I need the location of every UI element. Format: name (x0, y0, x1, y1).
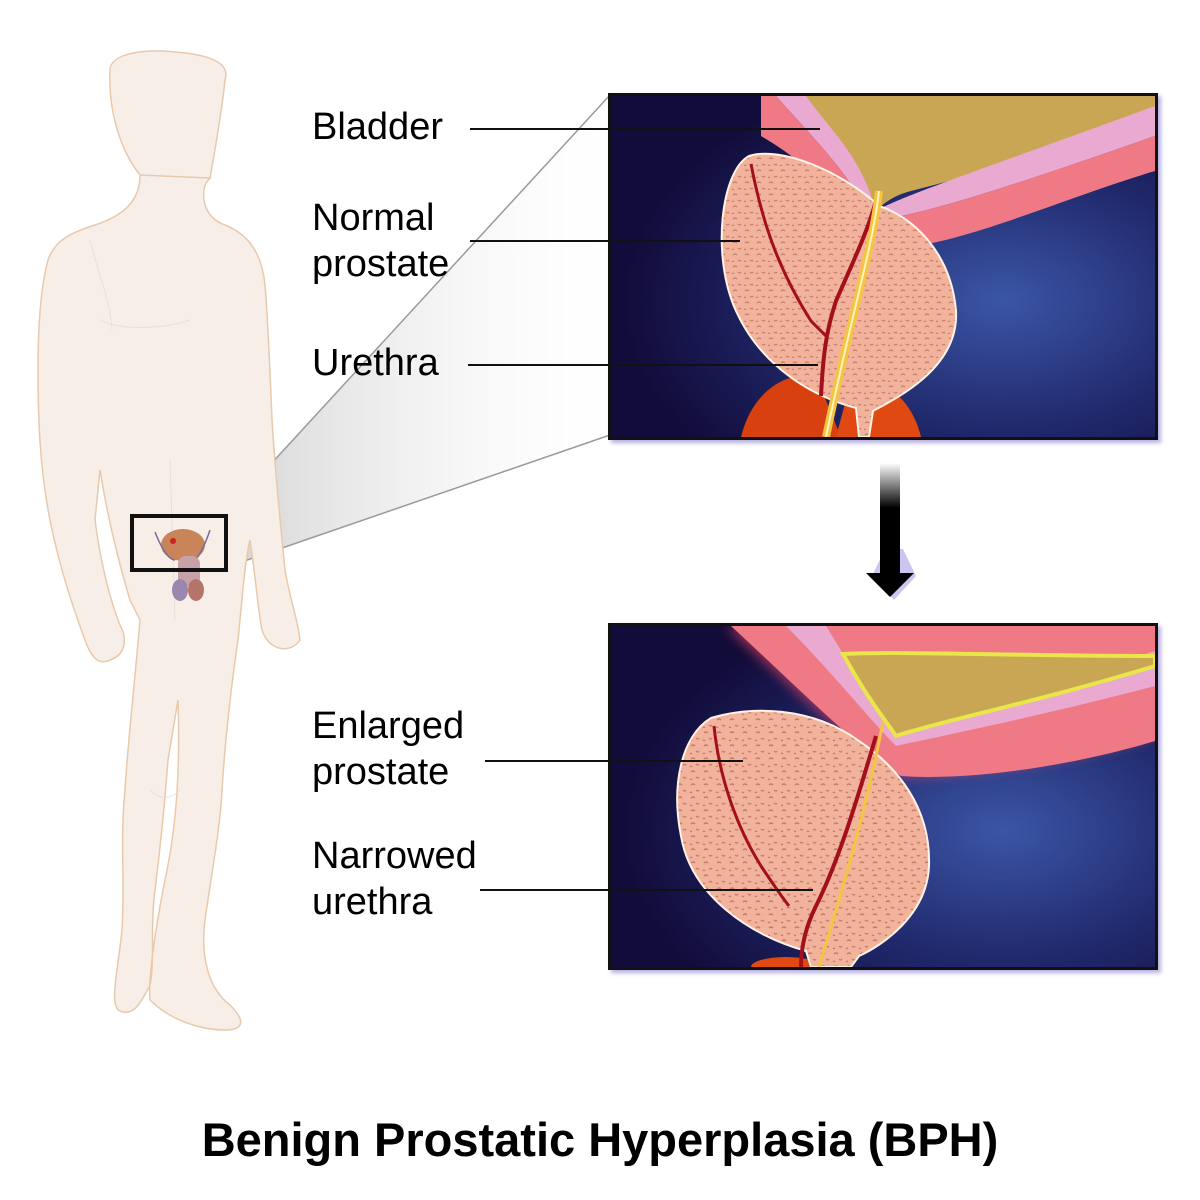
narrowed-urethra-label-line2: urethra (312, 881, 433, 923)
enlarged-prostate-label-line1: Enlarged (312, 705, 465, 747)
normal-prostate-leader-line (470, 240, 740, 242)
normal-prostate-label-line1: Normal (312, 197, 435, 239)
body-silhouette (37, 50, 301, 1031)
narrowed-urethra-leader-line (480, 889, 813, 891)
enlarged-prostate-label-line2: prostate (312, 751, 450, 793)
narrowed-urethra-label-line1: Narrowed (312, 835, 477, 877)
bladder-label: Bladder (312, 106, 443, 148)
bladder-leader-line (470, 128, 820, 130)
normal-prostate-label-line2: prostate (312, 243, 450, 285)
enlarged-prostate-panel (608, 623, 1158, 970)
inset-highlight-box (130, 514, 228, 572)
figure-title: Benign Prostatic Hyperplasia (BPH) (201, 1113, 999, 1166)
down-arrow-icon (866, 463, 916, 600)
urethra-label: Urethra (312, 342, 439, 384)
pelvic-organs-miniature (154, 529, 211, 601)
enlarged-prostate-leader-line (485, 760, 743, 762)
urethra-leader-line (468, 364, 818, 366)
normal-prostate-panel (608, 93, 1158, 440)
